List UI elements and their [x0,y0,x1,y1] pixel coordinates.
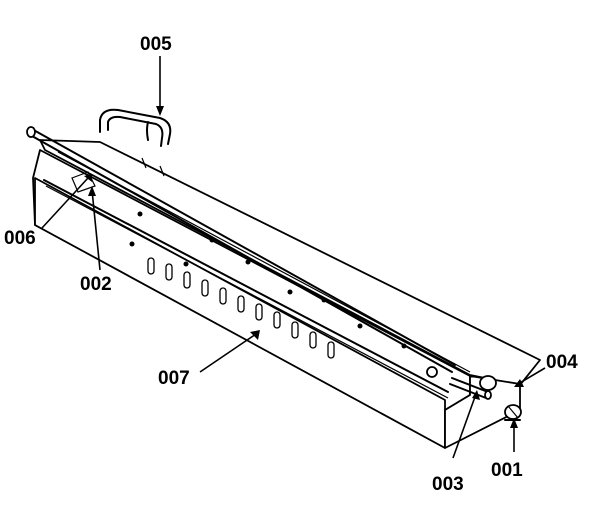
leader-lines [41,56,546,459]
callout-003: 003 [432,474,464,495]
leader-002 [91,189,101,271]
knob-part [504,404,522,421]
pin-part [426,366,497,400]
knob-flats [507,405,519,419]
handle-outer [99,108,172,145]
mount-hole [321,297,327,303]
mount-hole [137,211,143,217]
pin-rod [451,377,489,393]
mount-hole [287,289,293,295]
hinge-rod-shadow [45,185,449,399]
vent-slot [255,303,263,321]
arrowhead-005 [156,106,164,116]
tray-assembly [26,126,541,449]
handle-divider [146,121,149,141]
leader-004 [517,367,546,385]
vent-slot [237,295,245,313]
hinge-rod [43,179,449,393]
mount-hole [209,237,215,243]
vent-slot [273,311,281,329]
arrowhead-002 [88,186,96,196]
callout-006: 006 [4,228,36,249]
handle-part [99,108,172,147]
arrowhead-007 [250,330,260,340]
vent-slot [201,279,209,297]
handle-inner [107,115,164,147]
callout-001: 001 [491,460,523,481]
left-bracket-tab [141,157,165,177]
end-wall-fitting [426,366,438,378]
tray-lower-panel [34,177,446,449]
vent-slot [291,321,299,339]
vent-slot [219,287,227,305]
mount-hole [401,343,407,349]
mount-hole [245,259,251,265]
mount-hole [183,261,189,267]
front-rail-end [26,126,36,138]
front-rail-lower [31,135,453,373]
vent-slot [165,263,173,281]
vent-slots [147,257,335,359]
callout-005: 005 [140,34,172,55]
callout-007: 007 [158,368,190,389]
end-wall-port [479,375,497,391]
callout-002: 002 [80,274,112,295]
front-rail [29,127,456,366]
pin-end [484,390,492,400]
arrowhead-006 [84,174,92,182]
mount-hole [129,241,135,247]
leader-006 [41,177,89,229]
vent-slot [183,271,191,289]
vent-slot [327,341,335,359]
callout-004: 004 [546,352,578,373]
vent-slot [309,331,317,349]
mount-hole [357,323,363,329]
arrowhead-004 [514,379,524,387]
arrowhead-001 [510,418,518,428]
left-bracket [71,171,96,193]
callout-labels: 005 006 002 007 003 001 004 [4,34,578,495]
vent-slot [147,257,155,275]
leader-003 [452,393,477,459]
pin-rod-lower [449,383,487,399]
leader-007 [199,333,257,373]
arrowhead-003 [472,390,480,400]
